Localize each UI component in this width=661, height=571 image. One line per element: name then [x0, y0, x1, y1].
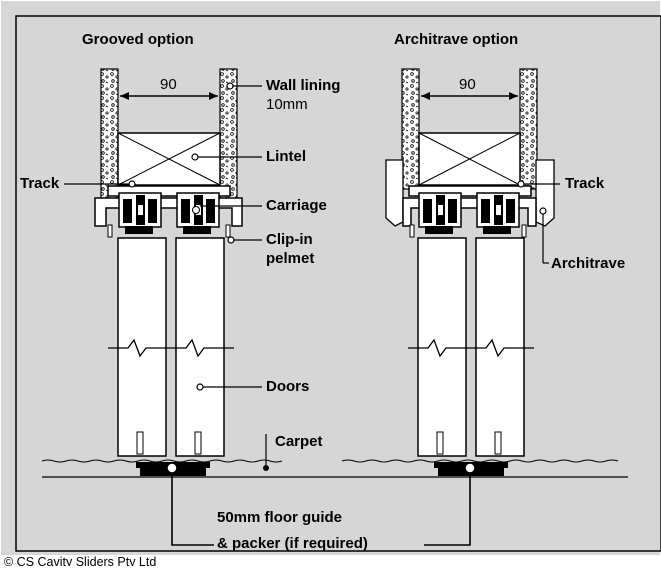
- label-track-left: Track: [20, 175, 60, 192]
- label-carriage: Carriage: [266, 197, 327, 214]
- label-floor-guide: 50mm floor guide: [217, 509, 342, 526]
- label-wall-lining-thickness: 10mm: [266, 96, 308, 113]
- carpet-line-right: [341, 459, 619, 463]
- label-doors: Doors: [266, 378, 309, 395]
- track-left: [107, 185, 231, 197]
- arrowhead: [120, 92, 129, 100]
- label-architrave: Architrave: [551, 255, 625, 272]
- architrave-left-piece: [385, 159, 404, 227]
- frame-border: [15, 15, 661, 552]
- label-clip-in: Clip-in: [266, 231, 313, 248]
- break-line: [408, 338, 534, 358]
- door-left-b: [175, 237, 225, 457]
- door-right-a: [417, 237, 467, 457]
- grooved-assembly: 90: [94, 68, 243, 476]
- architrave-right-piece: [535, 159, 555, 227]
- arrowhead: [421, 92, 430, 100]
- label-wall-lining: Wall lining: [266, 77, 340, 94]
- track-right: [408, 185, 532, 197]
- wall-lining-right-a: [401, 68, 420, 190]
- carriage-unit: [418, 192, 462, 228]
- carriage-unit: [476, 192, 520, 228]
- callout-floor-guide-right: [424, 473, 471, 546]
- label-pelmet: pelmet: [266, 250, 314, 267]
- label-lintel: Lintel: [266, 148, 306, 165]
- callout-floor-guide-left: [171, 473, 214, 546]
- wall-lining-right-b: [519, 68, 538, 190]
- dimension-right: 90: [459, 76, 476, 93]
- label-track-right: Track: [565, 175, 605, 192]
- label-floor-guide-packer: & packer (if required): [217, 535, 368, 552]
- label-carpet: Carpet: [275, 433, 323, 450]
- break-line: [108, 338, 234, 358]
- wall-lining-left-a: [100, 68, 119, 201]
- arrowhead: [509, 92, 518, 100]
- carpet-line-left: [41, 459, 283, 463]
- heading-grooved: Grooved option: [82, 31, 194, 48]
- arrowhead: [209, 92, 218, 100]
- dimension-left: 90: [160, 76, 177, 93]
- architrave-assembly: 90: [385, 68, 555, 476]
- door-right-b: [475, 237, 525, 457]
- copyright-strip: [0, 555, 661, 566]
- heading-architrave: Architrave option: [394, 31, 518, 48]
- door-left-a: [117, 237, 167, 457]
- carriage-unit: [118, 192, 162, 228]
- copyright-text: © CS Cavity Sliders Pty Ltd: [4, 555, 156, 566]
